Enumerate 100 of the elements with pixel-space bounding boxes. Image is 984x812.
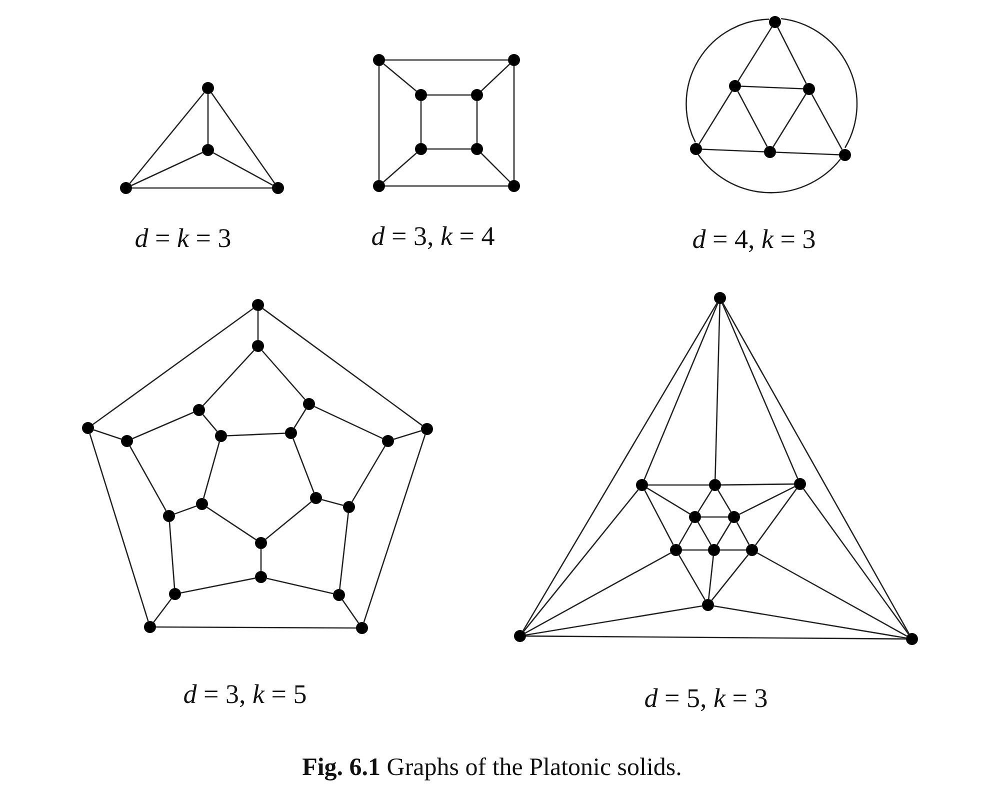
graph-edge (322, 498, 344, 506)
vertex-dot (285, 427, 297, 439)
formula-label: d = k = 3 (134, 222, 232, 254)
graph-edge (180, 578, 256, 594)
graph-edge (206, 506, 256, 540)
vertex-dot (272, 182, 284, 194)
vertex-dot (508, 180, 520, 192)
graph-edge (682, 549, 708, 551)
graph-edge (93, 429, 122, 440)
graph-edge (524, 552, 672, 634)
graph-edge (420, 101, 422, 143)
graph-edge (266, 578, 334, 594)
graph-edge (686, 18, 770, 143)
vertex-dot (120, 182, 132, 194)
formula-label: d = 5, k = 3 (644, 682, 768, 714)
graph-edge (129, 446, 167, 512)
graph-edge (427, 148, 471, 150)
graph-edge (526, 605, 702, 636)
graph-edge (383, 152, 417, 183)
graph-edge (212, 152, 274, 186)
vertex-dot (373, 54, 385, 66)
vertex-dot (252, 299, 264, 311)
graph-edge (156, 626, 356, 629)
graph-edge (740, 86, 804, 90)
graph-edge (721, 483, 794, 486)
graph-edge (385, 185, 508, 187)
graph-edge (476, 101, 478, 143)
vertex-dot (255, 571, 267, 583)
graph-edge (210, 92, 276, 184)
graph-edge (737, 91, 768, 147)
graph-edge (714, 304, 720, 480)
vertex-dot (215, 430, 227, 442)
vertex-dot (415, 143, 427, 155)
vertex-dot (356, 622, 368, 634)
graph-edge (131, 152, 203, 186)
graph-edge (781, 18, 858, 148)
vertex-dot (373, 180, 385, 192)
graph-edge (352, 446, 386, 502)
vertex-dot (746, 544, 758, 556)
vertex-dot (202, 144, 214, 156)
vertex-dot (714, 292, 726, 304)
graph-edge (697, 522, 712, 546)
graph-edge (202, 350, 254, 406)
graph-edge (722, 302, 910, 634)
graph-edge (718, 490, 732, 512)
graph-edge (314, 406, 383, 440)
vertex-dot (415, 89, 427, 101)
vertex-dot (471, 89, 483, 101)
graph-edge (756, 552, 908, 637)
formula-label: d = 4, k = 3 (692, 223, 816, 256)
graph-edge (644, 490, 674, 545)
vertex-dot (163, 510, 175, 522)
graph-edge (262, 308, 423, 426)
vertex-dot (769, 16, 781, 28)
vertex-dot (382, 435, 394, 447)
graph-edge (174, 505, 197, 515)
graph-edge (129, 92, 205, 184)
graph-edge (522, 302, 718, 632)
graph-edge (132, 412, 194, 440)
graph-edge (480, 64, 510, 92)
vertex-dot (689, 511, 701, 523)
vertex-dot (728, 511, 740, 523)
vertex-dot (803, 83, 815, 95)
graph-edge (708, 556, 714, 600)
graph-edge (153, 598, 172, 623)
graph-edge (202, 442, 220, 498)
graph-edge (226, 432, 286, 436)
vertex-dot (193, 404, 205, 416)
graph-edge (739, 486, 795, 515)
vertex-dot (255, 537, 267, 549)
graph-edge (736, 522, 750, 546)
graph-edge (738, 26, 772, 82)
graph-edge (385, 59, 508, 61)
graph-edge (648, 484, 709, 486)
vertex-dot (794, 478, 806, 490)
formula-label: d = 3, k = 4 (371, 220, 495, 252)
graph-edge (378, 66, 380, 180)
graph-edge (257, 311, 259, 340)
graph-edge (716, 522, 732, 546)
graph-edge (755, 488, 797, 546)
vertex-dot (144, 621, 156, 633)
vertex-dot (303, 398, 315, 410)
vertex-dot (343, 501, 355, 513)
graph-edge (777, 27, 807, 84)
graph-edge (394, 430, 422, 440)
graph-edge (720, 549, 746, 551)
vertex-dot (729, 80, 741, 92)
graph-edge (342, 600, 360, 624)
graph-edge (698, 90, 732, 144)
graph-edge (260, 549, 262, 571)
graph-edge (89, 434, 149, 622)
vertex-dot (252, 340, 264, 352)
graph-edge (92, 308, 254, 426)
graph-edge (202, 414, 218, 432)
graph-edge (427, 94, 471, 96)
graph-edge (802, 488, 910, 635)
graph-edge (207, 94, 209, 144)
vertex-dot (708, 544, 720, 556)
vertex-dot (636, 479, 648, 491)
graph-edge (722, 303, 798, 479)
